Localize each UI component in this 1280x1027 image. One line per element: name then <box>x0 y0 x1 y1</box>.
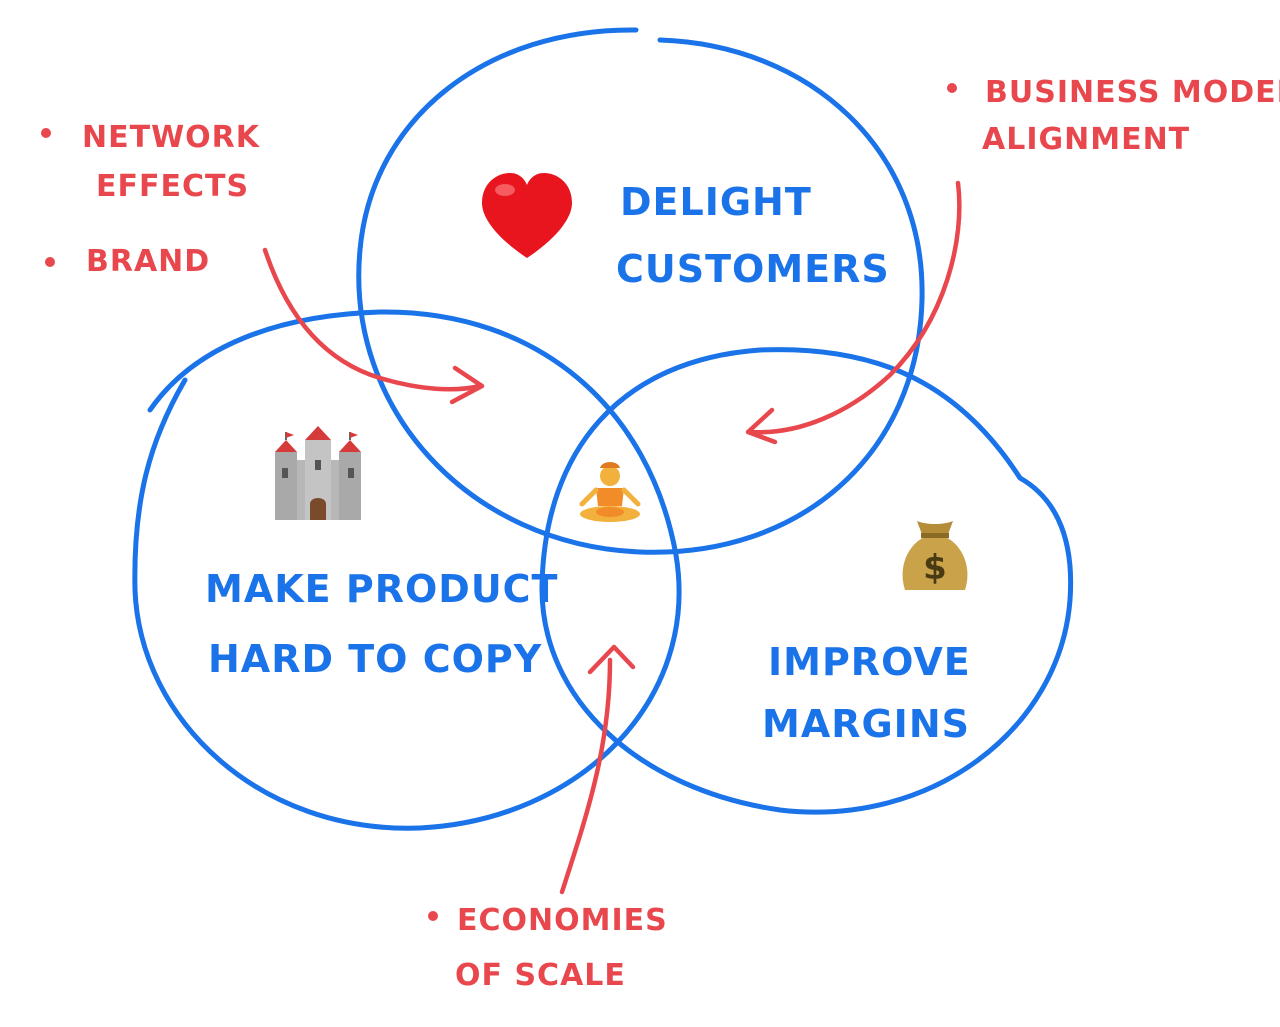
annotation-network: NETWORK <box>82 120 261 155</box>
castle-icon <box>275 426 361 520</box>
money-bag-icon: $ <box>902 521 968 590</box>
label-customers: CUSTOMERS <box>616 247 890 291</box>
circle-hard-to-copy <box>132 309 682 831</box>
annotation-business-model: BUSINESS MODEL <box>985 75 1280 110</box>
heart-icon <box>482 173 572 258</box>
circle-improve-margins <box>539 347 1074 815</box>
bullet-dot <box>45 257 55 267</box>
bullet-dot <box>41 128 51 138</box>
annotation-economies: ECONOMIES <box>457 903 668 938</box>
svg-text:$: $ <box>923 548 947 588</box>
circle-delight-customers <box>356 27 925 555</box>
annotation-effects: EFFECTS <box>96 169 249 204</box>
annotation-of-scale: OF SCALE <box>455 958 626 993</box>
label-make-product: MAKE PRODUCT <box>205 567 558 611</box>
arrow-economies-of-scale <box>559 644 636 895</box>
annotation-brand: BRAND <box>86 244 210 279</box>
arrow-business-model <box>745 180 962 445</box>
meditating-person-icon <box>579 462 641 522</box>
bullet-dot <box>947 83 957 93</box>
label-hard-to-copy: HARD TO COPY <box>208 637 542 681</box>
arrow-network-effects <box>262 247 485 405</box>
label-margins: MARGINS <box>762 702 970 746</box>
label-delight: DELIGHT <box>620 180 812 224</box>
annotation-alignment: ALIGNMENT <box>982 122 1190 157</box>
label-improve: IMPROVE <box>768 640 971 684</box>
bullet-dot <box>428 911 438 921</box>
